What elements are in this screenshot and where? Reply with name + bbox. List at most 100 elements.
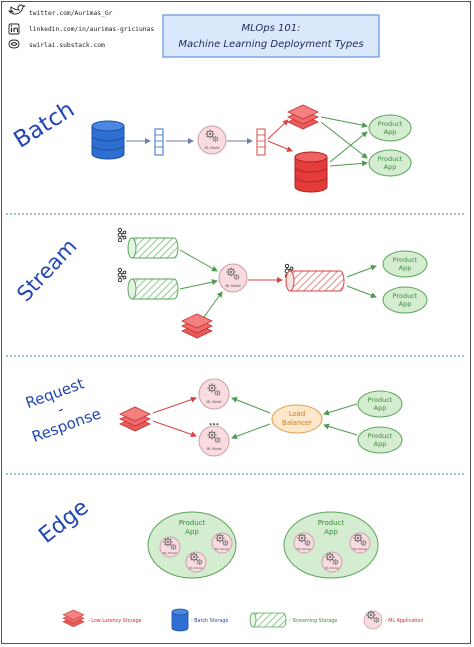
arrow [231,423,271,440]
product-app-node: Product App [382,250,428,278]
product-app-label: Product [368,432,393,440]
arrow [267,140,293,152]
ml-model-label: ML Model [215,547,229,551]
product-app-label: App [374,440,387,448]
title-line-1: MLOps 101: [242,23,301,34]
product-app-label: App [374,404,387,412]
load-balancer-node: Load Balancer [271,404,323,434]
section-label-edge: Edge [34,495,93,549]
streaming-storage-icon [249,612,287,628]
section-label-request-response: Request - Response [23,374,104,446]
ml-model-node: ML Model [321,551,343,573]
product-app-label: Product [378,120,403,128]
ml-model-label: ML Model [353,547,367,551]
product-app-node: Product App [368,114,412,142]
arrow [179,279,218,290]
arrow [152,396,197,414]
product-app-label: App [384,128,397,136]
section-label-request: Request [23,374,87,412]
streaming-storage-icon [127,237,179,259]
arrow [179,249,218,272]
prediction-data-icon [256,128,266,156]
low-latency-storage-icon [181,313,213,339]
product-app-label: App [185,528,199,536]
twitter-link[interactable]: twitter.com/Aurimas_Gr [29,10,113,17]
section-label-stream: Stream [12,234,81,306]
ml-model-node: ML Model [198,378,230,410]
ml-model-node: ML Model [185,551,207,573]
load-balancer-label: Load [289,410,305,418]
prediction-stream-icon [285,270,345,292]
batch-data-icon [154,128,164,156]
product-app-label: App [399,300,412,308]
linkedin-icon [8,23,20,35]
ml-model-node: ML Model [211,532,233,554]
ml-model-node: ML Model [293,532,315,554]
arrow [323,403,358,416]
title-line-2: Machine Learning Deployment Types [178,39,363,50]
product-app-label: App [384,163,397,171]
legend: - Low Latency Storage - Batch Storage - … [62,608,423,632]
load-balancer-label: Balancer [282,419,312,427]
ml-model-label: ML Model [206,400,221,404]
twitter-bird-icon [8,4,26,15]
ml-application-icon [363,611,383,630]
product-app-label: Product [179,519,206,527]
linkedin-link[interactable]: linkedin.com/in/aurimas-griciunas [29,26,154,33]
kafka-icon [117,227,127,243]
edge-product-app: Product App ML Model ML Model ML Model [283,511,379,579]
legend-ml-application: - ML Application [385,618,423,624]
ml-model-node: ML Model [197,125,227,155]
batch-storage-icon [171,608,189,632]
prediction-database-icon [294,151,328,193]
product-app-label: Product [393,256,418,264]
ml-model-node: ML Model [198,425,230,457]
streaming-storage-icon [127,278,179,300]
product-app-label: App [324,528,338,536]
ml-model-label: ML Model [297,547,311,551]
ml-model-label: ML Model [189,566,203,570]
ml-model-label: ML Model [325,566,339,570]
ml-model-node: ML Model [218,263,248,293]
low-latency-storage-icon [119,406,151,432]
ml-model-label: ML Model [163,551,177,555]
arrow [329,131,368,163]
product-app-label: Product [368,396,393,404]
ml-model-label: ML Model [225,284,240,288]
section-label-response: Response [30,404,104,446]
section-label-batch: Batch [9,97,79,154]
product-app-label: Product [318,519,345,527]
product-app-node: Product App [382,286,428,314]
arrow [329,160,368,167]
ml-model-label: ML Model [204,146,219,150]
legend-batch: - Batch Storage [191,618,228,624]
ml-model-node: ML Model [349,532,371,554]
arrow [320,116,368,128]
arrow [152,420,197,438]
ellipsis: ... [209,418,219,428]
batch-storage-icon [91,120,125,160]
product-app-label: Product [378,155,403,163]
substack-link[interactable]: swirlai.substack.com [29,42,105,49]
arrow [346,285,377,299]
product-app-label: App [399,264,412,272]
arrow [203,291,223,318]
arrow [320,121,368,159]
legend-streaming: - Streaming Storage [289,618,337,624]
section-label-dash: - [55,400,66,419]
low-latency-storage-icon [62,609,85,627]
substack-icon [8,39,20,49]
ml-model-label: ML Model [206,447,221,451]
product-app-node: Product App [357,390,403,418]
product-app-node: Product App [357,426,403,454]
arrow [323,423,358,436]
arrow [231,397,271,414]
title-box: MLOps 101: Machine Learning Deployment T… [162,14,380,58]
arrow [346,264,377,278]
arrow [267,119,289,140]
ml-model-node: ML Model [159,536,181,558]
product-app-node: Product App [368,149,412,177]
legend-low-latency: - Low Latency Storage [88,618,142,624]
